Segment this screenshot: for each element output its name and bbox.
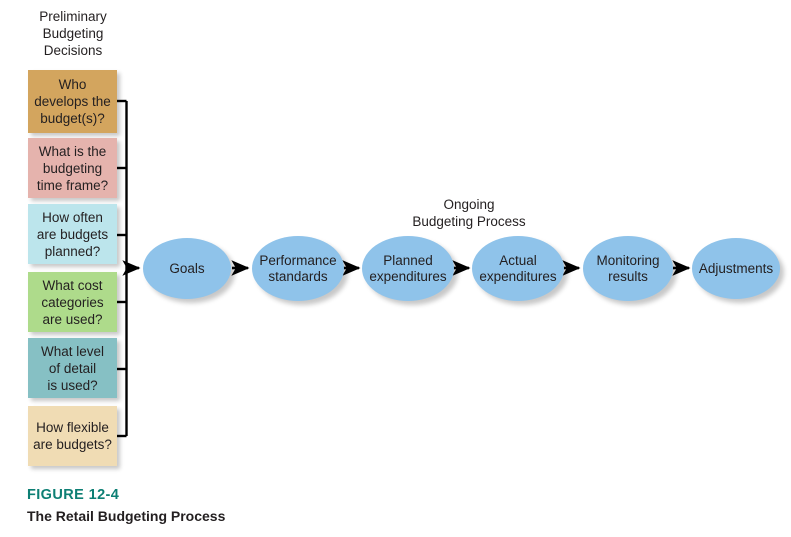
process-node-adjustments[interactable]: Adjustments bbox=[692, 238, 780, 299]
figure-title: The Retail Budgeting Process bbox=[27, 508, 226, 524]
figure-number: FIGURE 12-4 bbox=[27, 487, 120, 503]
process-node-goals[interactable]: Goals bbox=[143, 238, 231, 299]
figure-caption: FIGURE 12-4 The Retail Budgeting Process bbox=[27, 487, 447, 524]
bracket-lines bbox=[117, 99, 128, 438]
